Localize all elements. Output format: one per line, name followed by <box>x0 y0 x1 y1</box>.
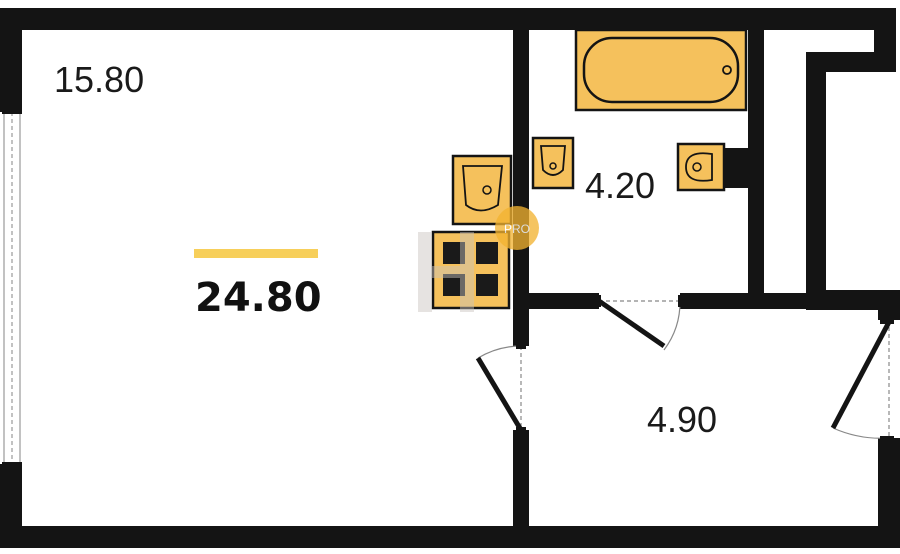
bathtub <box>574 28 748 112</box>
wall-right-lower-b <box>878 438 900 548</box>
wall-top <box>0 8 895 30</box>
partition-center-upper <box>513 28 529 346</box>
doors <box>475 295 894 442</box>
hallway-area: 4.90 <box>647 399 717 440</box>
bathroom-sink <box>531 136 575 190</box>
kitchen-sink <box>451 154 513 226</box>
partition-bath-hall-b <box>680 293 820 309</box>
partition-center-lower <box>513 430 529 548</box>
stove <box>431 230 511 310</box>
door-entrance <box>830 318 894 442</box>
total-area: 24.80 <box>195 275 322 321</box>
partition-hall-right <box>806 290 900 310</box>
window-sill-top <box>2 110 22 114</box>
door-bath-hall <box>595 295 684 351</box>
partition-bath-hall-a <box>513 293 599 309</box>
watermark-text: PRO <box>504 222 530 236</box>
window-left <box>2 110 22 466</box>
watermark-h-icon <box>418 232 474 312</box>
door-living-hall <box>475 343 526 433</box>
living-room-area: 15.80 <box>54 59 144 100</box>
fixtures <box>431 28 748 310</box>
wall-left-lower <box>0 464 22 548</box>
partition-bath-right <box>748 28 764 298</box>
walls <box>0 8 900 548</box>
watermark-logo: PRO <box>418 206 539 312</box>
total-area-accent-bar <box>194 249 318 258</box>
window-sill-bottom <box>2 462 22 466</box>
toilet-niche <box>724 148 750 188</box>
shaft-top <box>806 52 896 72</box>
watermark-badge <box>495 206 539 250</box>
bathroom-area: 4.20 <box>585 165 655 206</box>
wall-bottom <box>0 526 900 548</box>
shaft-left <box>806 52 826 308</box>
toilet <box>676 142 726 192</box>
wall-left-upper <box>0 8 22 112</box>
